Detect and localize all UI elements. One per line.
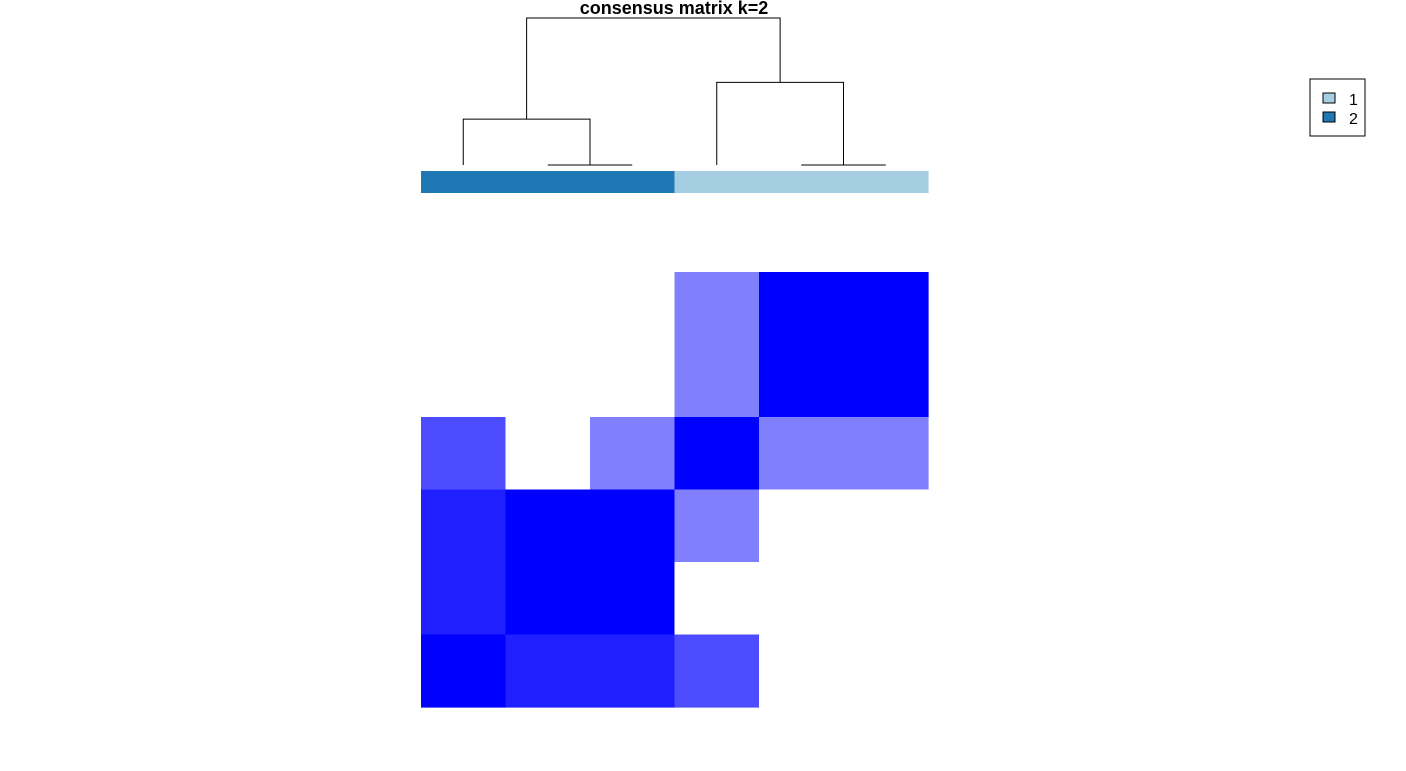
heatmap-cell-r3-c3 (590, 489, 676, 563)
heatmap-cell-r3-c4 (674, 489, 760, 563)
legend-swatch-1 (1322, 92, 1336, 104)
class-bar-cell-6 (843, 171, 929, 193)
dendrogram-link-5 (526, 17, 781, 120)
heatmap-cell-r4-c2 (505, 562, 591, 636)
heatmap-cell-r2-c6 (843, 417, 929, 491)
heatmap-cell-r5-c3 (590, 634, 676, 708)
heatmap-cell-r2-c2 (505, 417, 591, 491)
dendrogram-link-2 (462, 118, 591, 165)
heatmap-cell-r3-c6 (843, 489, 929, 563)
heatmap-cell-r2-c5 (759, 417, 845, 491)
dendrogram-link-4 (716, 81, 844, 165)
heatmap-cell-r4-c3 (590, 562, 676, 636)
heatmap-cell-r1-c2 (505, 272, 591, 418)
heatmap-cell-r2-c3 (590, 417, 676, 491)
heatmap-cell-r5-c2 (505, 634, 591, 708)
heatmap-cell-r4-c6 (843, 562, 929, 636)
heatmap-cell-r4-c4 (674, 562, 760, 636)
heatmap-cell-r4-c1 (421, 562, 507, 636)
legend: 1 2 (1309, 78, 1366, 137)
legend-swatch-2 (1322, 111, 1336, 123)
chart-title: consensus matrix k=2 (580, 0, 769, 18)
heatmap-cell-r1-c4 (674, 272, 760, 418)
class-bar-cell-1 (421, 171, 507, 193)
class-bar-cell-3 (590, 171, 676, 193)
class-bar-cell-2 (505, 171, 591, 193)
heatmap-cell-r1-c6 (843, 272, 929, 418)
heatmap-cell-r5-c4 (674, 634, 760, 708)
heatmap-cell-r2-c1 (421, 417, 507, 491)
heatmap-cell-r1-c5 (759, 272, 845, 418)
column-dendrogram (462, 17, 886, 166)
heatmap-cell-r1-c3 (590, 272, 676, 418)
class-bar-cell-4 (674, 171, 760, 193)
legend-box (1309, 78, 1366, 137)
heatmap-cell-r2-c4 (674, 417, 760, 491)
heatmap-cell-r4-c5 (759, 562, 845, 636)
heatmap-cells (421, 272, 929, 708)
class-annotation-bar (421, 171, 929, 193)
heatmap-cell-r3-c5 (759, 489, 845, 563)
heatmap-cell-r3-c2 (505, 489, 591, 563)
heatmap-cell-r5-c1 (421, 634, 507, 708)
heatmap-cell-r5-c6 (843, 634, 929, 708)
legend-label-1: 1 (1349, 92, 1358, 109)
class-bar-cell-5 (759, 171, 845, 193)
legend-label-2: 2 (1349, 111, 1358, 128)
heatmap-cell-r3-c1 (421, 489, 507, 563)
heatmap-cell-r1-c1 (421, 272, 507, 418)
heatmap-cell-r5-c5 (759, 634, 845, 708)
